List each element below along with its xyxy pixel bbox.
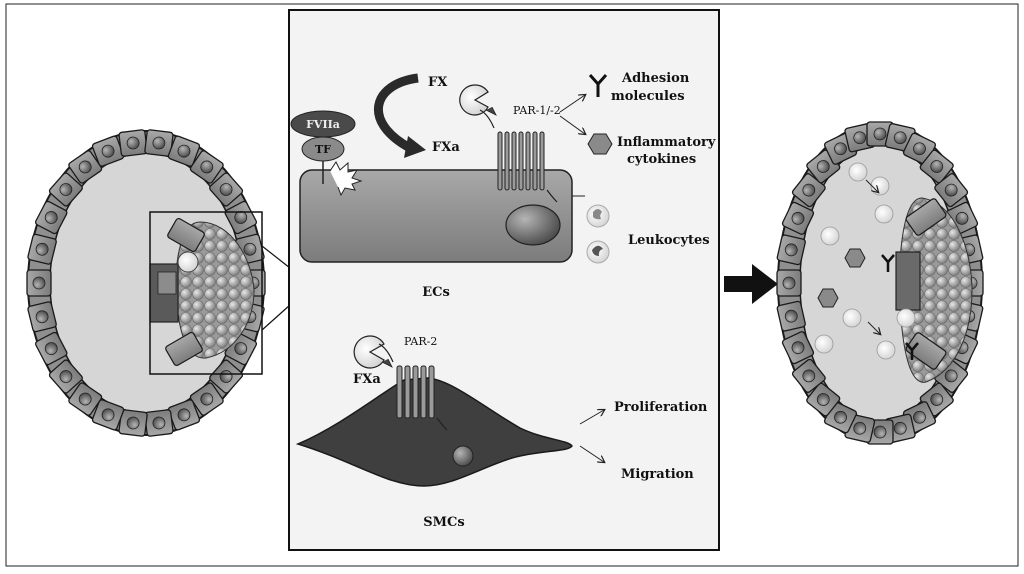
- smc-fxa-cleavage: [381, 358, 393, 368]
- right-cytokine-hexagon: [844, 248, 866, 268]
- left-vessel-endothelial-block: [48, 172, 83, 207]
- inflammatory-label-2: cytokines: [627, 152, 696, 167]
- right-leukocyte: [874, 204, 894, 224]
- left-vessel-endothelial-block: [27, 301, 57, 333]
- right-displaced-cell: [895, 251, 921, 311]
- leukocyte-nucleus-2: [592, 245, 603, 256]
- adhesion-label-2: molecules: [611, 89, 685, 104]
- par2-label: PAR-2: [404, 335, 437, 348]
- proliferation-label: Proliferation: [614, 400, 708, 415]
- right-adhesion-molecule: [905, 342, 919, 360]
- left-vessel-endothelial-block: [27, 233, 57, 265]
- left-vessel-endothelial-block: [68, 382, 103, 416]
- right-lifted-cell-top: [905, 198, 947, 236]
- left-cell-detail: [157, 271, 177, 295]
- arrow-to-cytokines: [559, 115, 585, 134]
- ec-fxa-pacman: [459, 84, 489, 116]
- left-vessel-cross-section: [26, 129, 266, 437]
- smcs-label: SMCs: [423, 515, 464, 530]
- leukocytes-label: Leukocytes: [628, 233, 710, 248]
- left-vessel-endothelial-block: [118, 129, 148, 157]
- right-vessel-endothelial-block: [781, 201, 815, 235]
- left-lifted-cell-top: [167, 217, 205, 253]
- zoom-line-top: [261, 245, 291, 269]
- arrow-to-migration: [579, 445, 604, 462]
- right-leukocyte: [820, 226, 840, 246]
- endothelial-cell: [299, 169, 573, 263]
- right-cytokine-hexagon: [817, 288, 839, 308]
- left-vessel-endothelial-block: [235, 233, 265, 265]
- right-vessel-endothelial-block: [806, 382, 841, 417]
- right-vessel-endothelial-block: [919, 149, 954, 184]
- right-leukocyte: [876, 340, 896, 360]
- left-vessel-endothelial-block: [144, 409, 174, 437]
- left-vessel-endothelial-block: [118, 409, 148, 437]
- right-vessel-endothelial-block: [791, 173, 826, 208]
- right-vessel-endothelial-block: [791, 358, 826, 393]
- right-vessel-endothelial-block: [776, 234, 806, 266]
- smc-fxa-label: FXa: [353, 372, 381, 387]
- left-vessel-endothelial-block: [26, 269, 52, 297]
- left-leukocyte: [177, 251, 199, 273]
- left-vessel-endothelial-block: [48, 359, 83, 394]
- cytokine-hexagon-icon: [587, 133, 613, 155]
- left-vessel-endothelial-block: [224, 200, 258, 235]
- left-vessel-endothelial-block: [167, 135, 201, 167]
- progression-arrow: [724, 264, 778, 304]
- ec-nucleus: [505, 204, 561, 246]
- right-leukocyte: [848, 162, 868, 182]
- fx-conversion-arrow: [374, 73, 419, 152]
- fx-arrow-head: [404, 136, 426, 158]
- fviia-label: FVIIa: [306, 118, 340, 131]
- adhesion-molecule-icon: [588, 74, 608, 97]
- ec-fxa-cleavage: [485, 106, 497, 116]
- right-migration-arrow: [867, 321, 880, 334]
- left-vessel-endothelial-block: [189, 150, 224, 184]
- smc-nucleus: [452, 445, 474, 467]
- right-adhesion-molecule: [881, 254, 895, 272]
- fx-label: FX: [428, 75, 448, 90]
- activation-burst: [329, 161, 363, 197]
- right-vessel-endothelial-block: [934, 173, 969, 208]
- left-vessel-endothelial-block: [91, 399, 125, 431]
- smc-fxa-pacman: [353, 335, 385, 369]
- tf-label: TF: [315, 143, 331, 156]
- left-vessel-endothelial-block: [209, 172, 244, 207]
- right-vessel-endothelial-block: [776, 269, 802, 297]
- zoom-line-bottom: [261, 304, 291, 331]
- right-leukocyte: [870, 176, 890, 196]
- par-2-receptor: [378, 343, 448, 431]
- figure-border: [5, 3, 1019, 567]
- right-vessel-cross-section: [776, 121, 984, 445]
- right-vessel-endothelial-block: [776, 300, 806, 332]
- par-1-2-receptor: [479, 109, 558, 203]
- left-vessel-endothelial-block: [144, 129, 174, 157]
- migration-label: Migration: [621, 467, 694, 482]
- leukocyte-nucleus-1: [593, 209, 602, 220]
- arrow-to-adhesion: [559, 95, 585, 113]
- left-vessel-endothelial-block: [68, 150, 103, 184]
- inflammatory-label-1: Inflammatory: [617, 135, 716, 150]
- arrow-to-proliferation: [579, 410, 604, 425]
- right-leukocyte: [842, 308, 862, 328]
- right-leukocyte: [896, 308, 916, 328]
- left-vessel-endothelial-block: [34, 200, 68, 235]
- ec-fxa-label: FXa: [432, 140, 460, 155]
- ecs-label: ECs: [422, 285, 450, 300]
- right-lifted-cell-bottom: [905, 332, 947, 370]
- left-vessel-endothelial-block: [34, 331, 68, 366]
- right-leukocyte: [814, 334, 834, 354]
- left-vessel-endothelial-block: [189, 382, 224, 416]
- par12-label: PAR-1/-2: [513, 104, 561, 117]
- left-lifted-cell-bottom: [165, 331, 203, 367]
- right-migration-arrow: [865, 179, 878, 192]
- adhesion-label-1: Adhesion: [621, 71, 690, 86]
- zoom-box: [149, 211, 263, 375]
- right-vessel-endothelial-block: [781, 331, 815, 365]
